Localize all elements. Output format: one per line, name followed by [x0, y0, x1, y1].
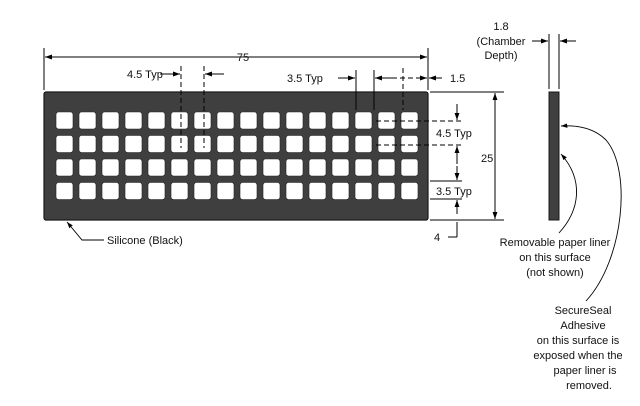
hole	[147, 158, 166, 177]
hole	[239, 158, 258, 177]
chamber-depth-value: 1.8	[493, 21, 508, 33]
liner-line-3: (not shown)	[526, 267, 583, 279]
hole	[400, 182, 419, 200]
material-label: Silicone (Black)	[107, 235, 183, 247]
pitch-x-label: 4.5 Typ	[127, 69, 163, 81]
hole	[308, 182, 327, 200]
hole	[354, 135, 373, 153]
hole	[262, 182, 281, 200]
hole	[216, 158, 235, 177]
hole	[101, 135, 120, 153]
hole-grid	[55, 111, 419, 200]
hole	[377, 135, 396, 153]
hole	[262, 158, 281, 177]
hole	[78, 182, 97, 200]
adhesive-callout: SecureSeal Adhesive on this surface is e…	[533, 123, 623, 392]
hole	[170, 135, 189, 153]
hole	[193, 158, 212, 177]
hole	[285, 158, 304, 177]
hole	[285, 135, 304, 153]
hole	[377, 182, 396, 200]
hole	[55, 158, 74, 177]
hole	[170, 158, 189, 177]
hole	[147, 182, 166, 200]
dimension-edge-y: 4	[434, 222, 458, 244]
hole	[78, 158, 97, 177]
hole	[147, 135, 166, 153]
hole	[216, 111, 235, 130]
hole	[216, 135, 235, 153]
hole	[55, 111, 74, 130]
hole	[308, 111, 327, 130]
dimension-overall-length: 75	[43, 48, 429, 90]
hole-x-label: 3.5 Typ	[287, 73, 323, 85]
liner-line-1: Removable paper liner	[500, 237, 611, 249]
adhesive-line-5: paper liner is	[554, 365, 617, 377]
hole	[55, 135, 74, 153]
material-callout: Silicone (Black)	[66, 221, 183, 247]
dimension-chamber-depth: 1.8 (Chamber Depth)	[477, 21, 576, 89]
hole	[216, 182, 235, 200]
dimension-height: 25	[430, 91, 504, 221]
hole	[239, 182, 258, 200]
hole	[55, 182, 74, 200]
hole	[193, 111, 212, 130]
liner-line-2: on this surface	[519, 252, 591, 264]
adhesive-line-4: exposed when the	[533, 350, 622, 362]
overall-length-label: 75	[237, 52, 249, 64]
hole	[262, 111, 281, 130]
hole	[331, 182, 350, 200]
hole	[354, 111, 373, 130]
chamber-depth-line2: Depth)	[484, 50, 517, 62]
hole	[124, 111, 143, 130]
liner-callout: Removable paper liner on this surface (n…	[500, 153, 611, 279]
hole	[285, 182, 304, 200]
hole	[124, 182, 143, 200]
hole	[78, 111, 97, 130]
dimension-hole-x: 3.5 Typ	[287, 70, 392, 110]
hole	[262, 135, 281, 153]
hole	[285, 111, 304, 130]
hole	[170, 182, 189, 200]
dimension-edge-x: 1.5	[392, 68, 465, 110]
hole	[193, 182, 212, 200]
hole	[239, 135, 258, 153]
dimension-hole-y: 3.5 Typ	[430, 166, 472, 214]
silicone-part-body	[43, 91, 429, 221]
adhesive-line-6: removed.	[566, 380, 612, 392]
pitch-y-label: 4.5 Typ	[436, 128, 472, 140]
hole	[170, 111, 189, 130]
hole	[193, 135, 212, 153]
adhesive-line-1: SecureSeal	[555, 305, 612, 317]
chamber-depth-line1: (Chamber	[477, 36, 526, 48]
hole	[354, 158, 373, 177]
hole	[400, 158, 419, 177]
side-view-part	[548, 91, 560, 221]
edge-y-label: 4	[434, 232, 440, 244]
hole	[331, 111, 350, 130]
hole	[308, 135, 327, 153]
hole	[124, 135, 143, 153]
hole	[331, 158, 350, 177]
hole-y-label: 3.5 Typ	[436, 186, 472, 198]
hole	[239, 111, 258, 130]
hole	[377, 158, 396, 177]
hole	[147, 111, 166, 130]
hole	[308, 158, 327, 177]
hole	[354, 182, 373, 200]
hole	[78, 135, 97, 153]
hole	[101, 158, 120, 177]
adhesive-line-2: Adhesive	[560, 320, 605, 332]
edge-x-label: 1.5	[450, 73, 465, 85]
height-label: 25	[481, 153, 493, 165]
dimension-pitch-y: 4.5 Typ	[376, 104, 472, 164]
adhesive-line-3: on this surface is	[537, 335, 620, 347]
hole	[400, 135, 419, 153]
dimension-pitch-x: 4.5 Typ	[127, 66, 224, 148]
hole	[331, 135, 350, 153]
hole	[101, 182, 120, 200]
hole	[124, 158, 143, 177]
hole	[101, 111, 120, 130]
